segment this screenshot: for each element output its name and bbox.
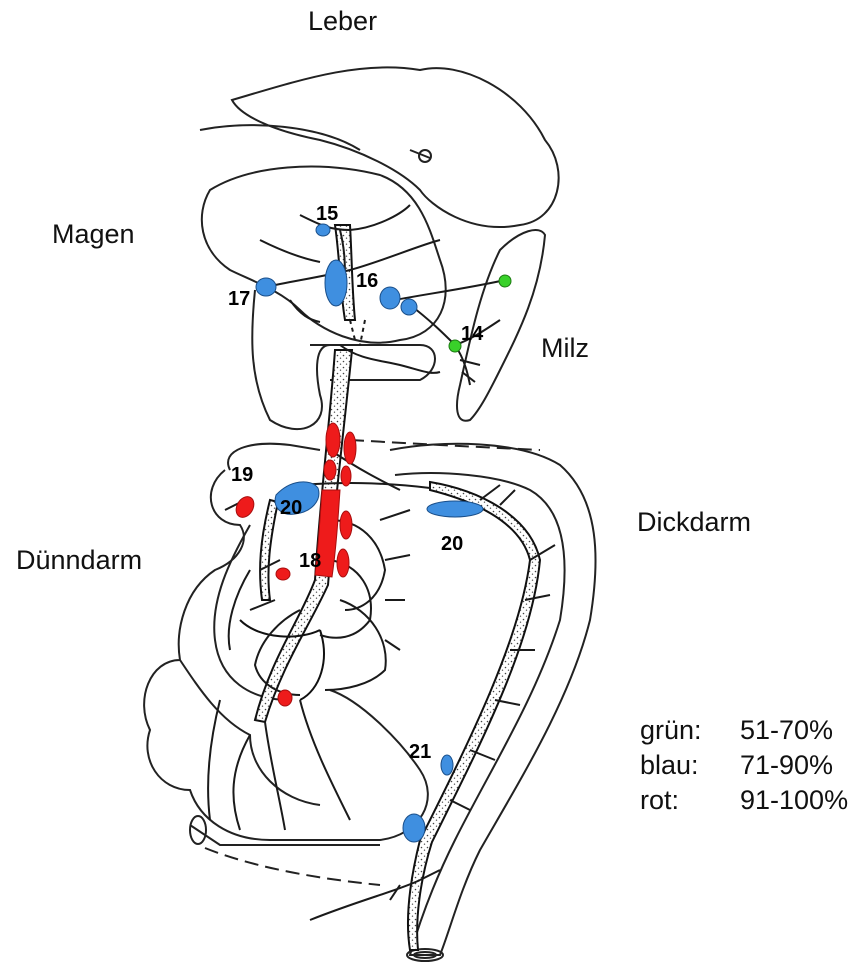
node-21-blue-lower[interactable] bbox=[403, 814, 425, 842]
label-small-intestine: Dünndarm bbox=[16, 545, 142, 576]
legend-name: grün: bbox=[640, 715, 702, 745]
node-number-21: 21 bbox=[409, 741, 431, 763]
legend: grün: 51-70% blau: 71-90% rot: 91-100% bbox=[640, 715, 860, 825]
label-stomach: Magen bbox=[52, 219, 135, 250]
label-liver: Leber bbox=[308, 6, 377, 37]
label-spleen: Milz bbox=[541, 333, 589, 364]
node-18-red-1[interactable] bbox=[326, 423, 340, 457]
legend-name: blau: bbox=[640, 750, 699, 780]
node-21-blue-upper[interactable] bbox=[441, 755, 453, 775]
legend-range: 71-90% bbox=[740, 750, 833, 781]
node-16-blue-large[interactable] bbox=[325, 260, 347, 306]
stomach-outline bbox=[202, 167, 446, 343]
organ-outlines bbox=[144, 67, 595, 961]
node-number-19: 19 bbox=[231, 464, 253, 486]
node-18-red-6[interactable] bbox=[337, 549, 349, 577]
node-16-blue-a[interactable] bbox=[380, 287, 400, 309]
legend-row-green: grün: 51-70% bbox=[640, 715, 702, 746]
node-spleen-green[interactable] bbox=[499, 275, 511, 287]
main-vessels bbox=[240, 225, 540, 950]
legend-range: 91-100% bbox=[740, 785, 848, 816]
node-19-red[interactable] bbox=[233, 493, 258, 520]
node-18-red-4[interactable] bbox=[341, 466, 351, 486]
node-number-20-right: 20 bbox=[441, 533, 463, 555]
node-18-red-3[interactable] bbox=[324, 460, 336, 480]
legend-range: 51-70% bbox=[740, 715, 833, 746]
node-16-blue-b[interactable] bbox=[401, 299, 417, 315]
liver-outline bbox=[232, 67, 559, 227]
node-20-blue-right[interactable] bbox=[427, 501, 483, 517]
node-number-20-left: 20 bbox=[280, 497, 302, 519]
label-colon: Dickdarm bbox=[637, 507, 751, 538]
legend-row-blue: blau: 71-90% bbox=[640, 750, 699, 781]
node-15-blue[interactable] bbox=[316, 224, 330, 236]
node-red-lower[interactable] bbox=[278, 690, 292, 706]
node-number-15: 15 bbox=[316, 203, 338, 225]
legend-row-red: rot: 91-100% bbox=[640, 785, 679, 816]
node-number-18: 18 bbox=[299, 550, 321, 572]
node-number-17: 17 bbox=[228, 288, 250, 310]
node-14-green[interactable] bbox=[449, 340, 461, 352]
node-number-14: 14 bbox=[461, 323, 484, 345]
legend-name: rot: bbox=[640, 785, 679, 815]
node-18-red-5[interactable] bbox=[340, 511, 352, 539]
node-18-red-small[interactable] bbox=[276, 568, 290, 580]
node-17-blue[interactable] bbox=[256, 278, 276, 296]
node-number-16: 16 bbox=[356, 270, 378, 292]
node-18-red-2[interactable] bbox=[344, 432, 356, 464]
